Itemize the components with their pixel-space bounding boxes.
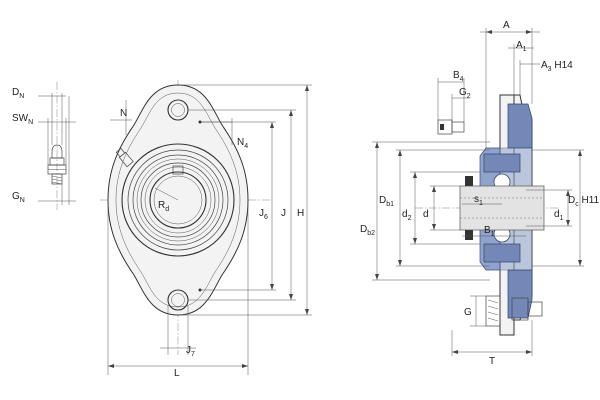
label-N4: N4 [237, 137, 248, 150]
dimension-arrows [108, 30, 582, 368]
label-T: T [489, 356, 495, 367]
label-GN: GN [12, 191, 25, 204]
label-B4: B4 [453, 70, 464, 83]
label-DN: DN [12, 87, 24, 100]
label-SWN: SWN [12, 113, 33, 126]
label-d2: d2 [402, 209, 412, 222]
label-d: d [423, 209, 429, 220]
label-Dc: Dc H11 [568, 195, 600, 208]
label-A3: A3 H14 [541, 60, 573, 73]
label-J7: J7 [186, 345, 195, 358]
label-H: H [297, 208, 304, 219]
label-Rd: Rd [158, 200, 169, 213]
label-J6: J6 [259, 208, 268, 221]
label-N: N [120, 108, 127, 119]
label-d1: d1 [554, 209, 564, 222]
front-view [100, 80, 312, 375]
label-A: A [503, 20, 510, 31]
label-J: J [281, 208, 286, 219]
section-view [372, 28, 584, 356]
label-L: L [174, 368, 180, 379]
label-Db1: Db1 [379, 195, 394, 208]
label-B1: B1 [484, 225, 495, 238]
label-A1: A1 [516, 40, 527, 53]
label-G2: G2 [459, 87, 471, 100]
label-G: G [464, 307, 472, 318]
grease-nipple [38, 82, 76, 210]
label-Db2: Db2 [360, 224, 375, 237]
label-s1: s1 [474, 194, 483, 207]
